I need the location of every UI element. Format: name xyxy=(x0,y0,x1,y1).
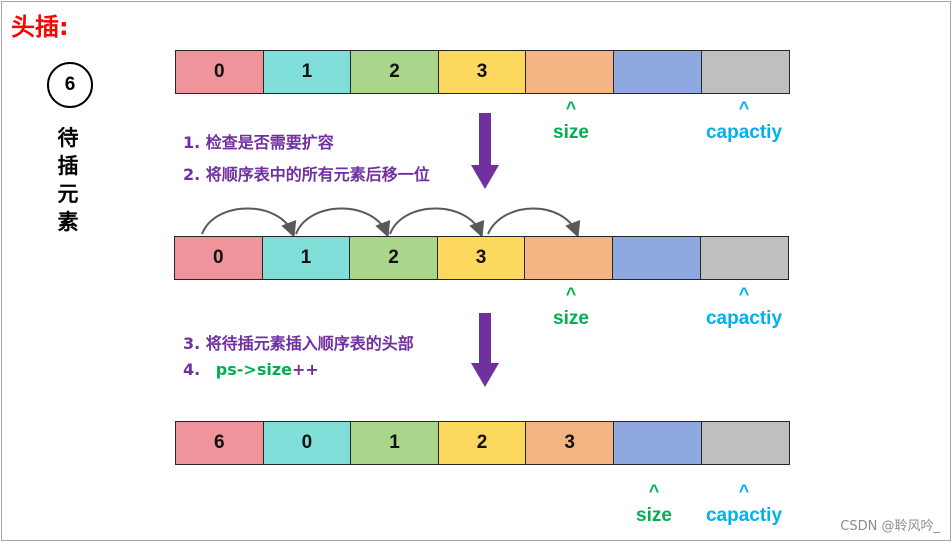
array-row-initial: 0 1 2 3 xyxy=(175,50,791,94)
array-cell: 1 xyxy=(262,237,351,279)
shift-arrow xyxy=(201,207,297,238)
capacity-label: capactiy xyxy=(705,505,783,526)
size-caret: ^ xyxy=(565,98,577,118)
size-label: size xyxy=(636,505,672,526)
step-1: 1. 检查是否需要扩容 xyxy=(183,133,334,152)
down-arrow-icon xyxy=(471,313,499,387)
array-cell: 1 xyxy=(263,51,352,93)
shift-arrow xyxy=(295,207,391,238)
element-label: 待 插 元 素 xyxy=(55,124,81,236)
array-cell xyxy=(613,422,702,464)
size-label: size xyxy=(553,122,589,143)
array-row-shifted: 0 1 2 3 xyxy=(174,236,790,280)
size-caret: ^ xyxy=(648,481,660,501)
array-row-result: 6 0 1 2 3 xyxy=(175,421,791,465)
page-title: 头插: xyxy=(11,13,69,41)
element-circle: 6 xyxy=(47,62,93,108)
shift-arrow xyxy=(487,207,581,238)
array-cell: 3 xyxy=(438,51,527,93)
array-cell xyxy=(613,51,702,93)
element-value: 6 xyxy=(64,74,76,95)
element-label-char: 素 xyxy=(57,210,79,234)
capacity-marker: ^ capactiy xyxy=(684,285,804,331)
array-cell: 0 xyxy=(263,422,352,464)
element-label-char: 待 xyxy=(57,126,79,150)
down-arrow-icon xyxy=(471,113,499,189)
array-cell: 2 xyxy=(351,51,439,93)
array-cell: 2 xyxy=(438,422,527,464)
capacity-caret: ^ xyxy=(738,98,750,118)
step-4-number: 4. xyxy=(183,360,201,379)
array-cell xyxy=(525,237,613,279)
element-label-char: 元 xyxy=(57,182,79,206)
size-caret: ^ xyxy=(565,284,577,304)
step-4: 4. ps->size++ xyxy=(183,360,319,379)
array-cell: 6 xyxy=(176,422,264,464)
step-3: 3. 将待插元素插入顺序表的头部 xyxy=(183,334,414,353)
array-cell: 1 xyxy=(351,422,439,464)
shift-arrow xyxy=(389,207,485,238)
array-cell: 3 xyxy=(437,237,526,279)
array-cell xyxy=(700,237,789,279)
size-marker: ^ size xyxy=(511,99,631,145)
array-cell: 2 xyxy=(350,237,438,279)
capacity-marker: ^ capactiy xyxy=(684,482,804,528)
size-label: size xyxy=(553,308,589,329)
step-2: 2. 将顺序表中的所有元素后移一位 xyxy=(183,165,430,184)
array-cell xyxy=(701,51,790,93)
step-4-code: ps->size xyxy=(215,360,292,379)
array-cell xyxy=(526,51,614,93)
capacity-caret: ^ xyxy=(738,284,750,304)
size-marker: ^ size xyxy=(594,482,714,528)
capacity-label: capactiy xyxy=(705,122,783,143)
array-cell: 3 xyxy=(526,422,614,464)
array-cell: 0 xyxy=(175,237,263,279)
array-cell xyxy=(701,422,790,464)
capacity-caret: ^ xyxy=(738,481,750,501)
watermark: CSDN @聆风吟_ xyxy=(840,519,940,534)
element-label-char: 插 xyxy=(57,154,79,178)
capacity-marker: ^ capactiy xyxy=(684,99,804,145)
array-cell: 0 xyxy=(176,51,264,93)
step-4-op: ++ xyxy=(292,360,319,379)
size-marker: ^ size xyxy=(511,285,631,331)
array-cell xyxy=(612,237,701,279)
capacity-label: capactiy xyxy=(705,308,783,329)
